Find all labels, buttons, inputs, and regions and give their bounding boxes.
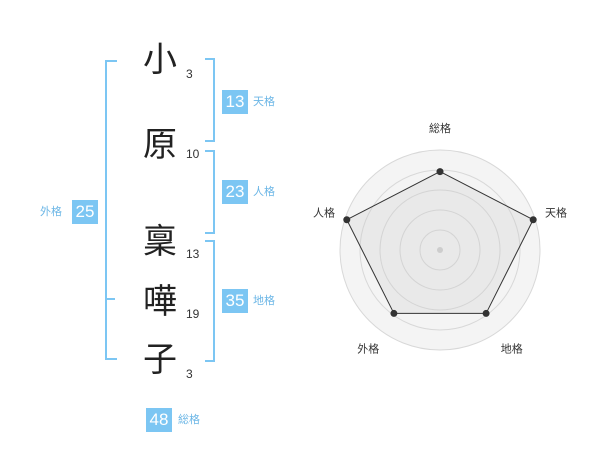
gaikaku-label: 外格 xyxy=(40,205,62,218)
stroke-count-2: 10 xyxy=(186,147,200,161)
jinkaku-bracket xyxy=(205,150,215,234)
radar-center-dot xyxy=(437,247,443,253)
radar-point-1 xyxy=(436,168,444,176)
radar-series-polygon xyxy=(346,171,534,314)
name-char-2: 原 xyxy=(143,125,177,165)
tenkaku-bracket xyxy=(205,58,215,142)
jinkaku-value: 23 xyxy=(222,180,248,204)
radar-axis-label-4: 外格 xyxy=(357,342,379,356)
gaikaku-bracket-tick xyxy=(105,298,115,300)
radar-axis-label-5: 人格 xyxy=(313,205,335,219)
radar-point-2 xyxy=(529,216,537,224)
gaikaku-bracket xyxy=(105,60,117,360)
radar-point-4 xyxy=(390,309,398,317)
radar-axis-label-2: 天格 xyxy=(545,205,567,219)
stroke-count-5: 3 xyxy=(186,367,193,381)
radar-grid-ring-1 xyxy=(419,229,461,271)
soukaku-label: 総格 xyxy=(178,413,200,426)
tenkaku-value: 13 xyxy=(222,90,248,114)
soukaku-value: 48 xyxy=(146,408,172,432)
jinkaku-label: 人格 xyxy=(253,185,275,198)
radar-point-3 xyxy=(482,309,490,317)
name-char-4: 嘩 xyxy=(143,282,177,322)
name-char-3: 稟 xyxy=(143,222,177,262)
radar-point-5 xyxy=(343,216,351,224)
name-char-1: 小 xyxy=(143,40,177,80)
stroke-count-4: 19 xyxy=(186,307,200,321)
stroke-count-3: 13 xyxy=(186,247,200,261)
radar-grid-ring-3 xyxy=(379,189,501,311)
chikaku-bracket xyxy=(205,240,215,362)
radar-axis-label-3: 地格 xyxy=(501,342,523,356)
radar-axis-label-1: 総格 xyxy=(429,121,451,135)
chikaku-value: 35 xyxy=(222,289,248,313)
radar-grid-ring-2 xyxy=(399,209,481,291)
chikaku-label: 地格 xyxy=(253,294,275,307)
tenkaku-label: 天格 xyxy=(253,95,275,108)
gaikaku-value: 25 xyxy=(72,200,98,224)
name-char-5: 子 xyxy=(143,340,177,380)
stroke-count-1: 3 xyxy=(186,67,193,81)
